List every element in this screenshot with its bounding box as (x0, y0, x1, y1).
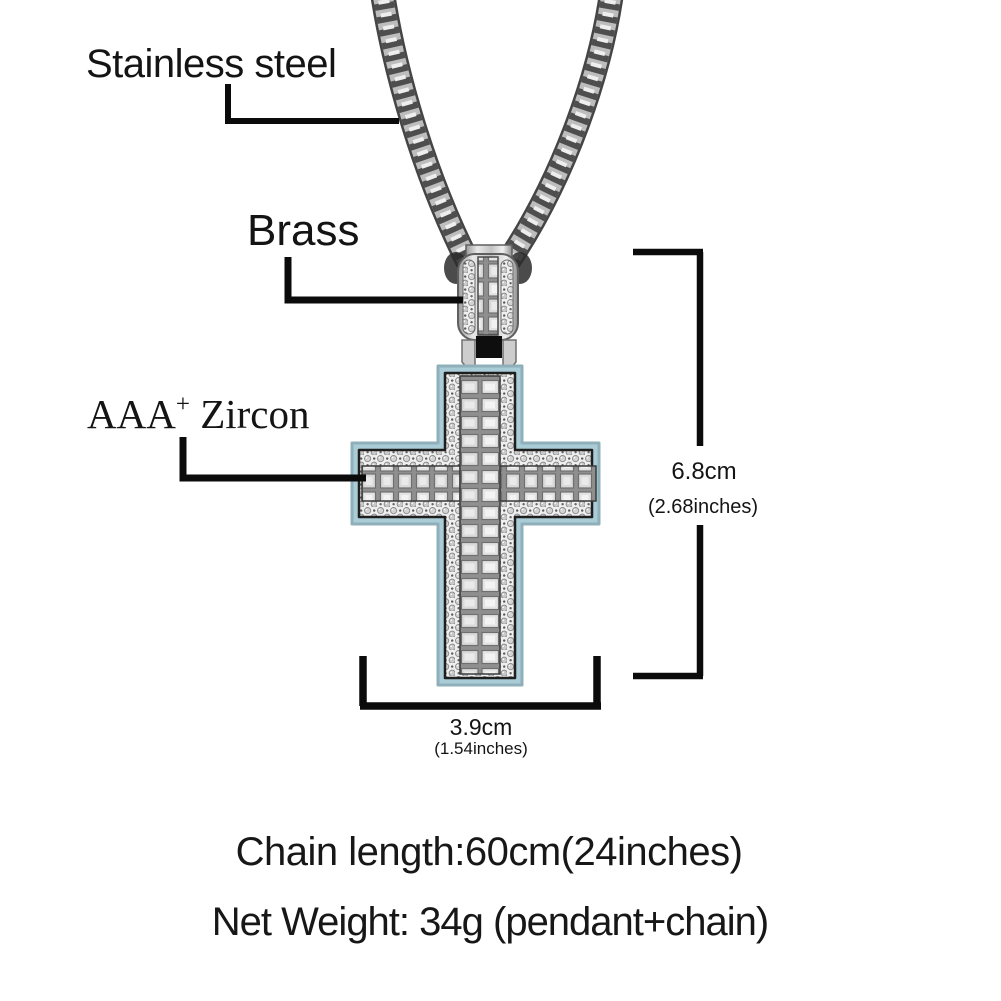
chain-strand-links (373, 0, 477, 267)
net-weight-text: Net Weight: 34g (pendant+chain) (211, 900, 769, 944)
pendant-bail-graphic (444, 244, 532, 369)
callout-line-zircon (179, 437, 366, 482)
rope-chain-graphic (370, 0, 624, 269)
label-brass: Brass (247, 206, 360, 255)
label-zircon-plus: + (175, 391, 190, 418)
height-value-inches: (2.68inches) (647, 496, 759, 518)
cross-pendant-graphic (350, 364, 601, 687)
bail-pave-right (500, 259, 514, 335)
chain-strand-links (499, 0, 621, 268)
height-value-cm: 6.8cm (671, 458, 737, 485)
width-measure-bracket (359, 656, 601, 710)
rope-chain-right-strand (497, 0, 624, 269)
label-zircon-suffix: Zircon (189, 391, 310, 437)
callout-line-brass (284, 257, 463, 304)
cross-arm-baguettes-left (361, 465, 461, 502)
cross-column-baguettes (459, 375, 501, 675)
bail-baguette-strip (477, 256, 499, 336)
hinge-prong-left (461, 339, 476, 369)
width-value-cm: 3.9cm (449, 714, 513, 740)
height-measure-bracket (633, 248, 704, 680)
cross-arm-baguettes-right (499, 465, 597, 502)
chain-length-text: Chain length:60cm(24inches) (235, 830, 743, 874)
width-value-inches: (1.54inches) (434, 739, 528, 758)
bail-pave-left (462, 259, 476, 335)
label-zircon-prefix: AAA (87, 391, 176, 437)
rope-chain-left-strand (370, 0, 480, 268)
hinge-gap (476, 336, 502, 358)
annotation-lines (179, 84, 463, 482)
label-stainless-steel: Stainless steel (86, 42, 337, 86)
label-zircon: AAA+ Zircon (87, 390, 309, 438)
hinge-prong-right (502, 339, 517, 369)
callout-line-stainless-steel (225, 84, 399, 124)
